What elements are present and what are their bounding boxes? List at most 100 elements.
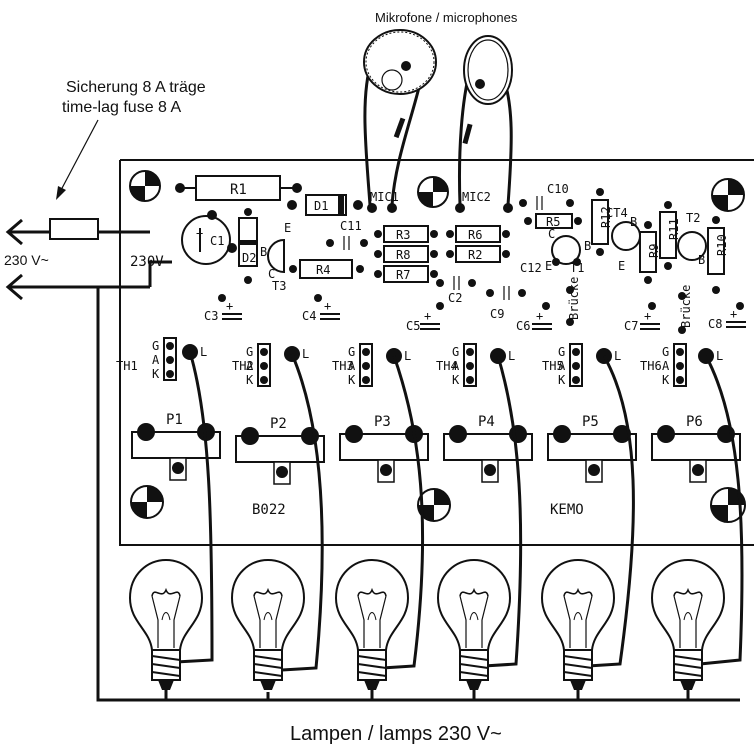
svg-text:TH2: TH2 [232, 359, 254, 373]
svg-text:G: G [558, 345, 565, 359]
svg-text:A: A [246, 359, 254, 373]
svg-text:B: B [584, 239, 591, 253]
label-c5: C5 [406, 319, 420, 333]
microphones-caption: Mikrofone / microphones [375, 10, 518, 25]
potentiometers: P1 P2 P3 P4 P5 [131, 412, 741, 485]
label-r12: R12 [599, 206, 613, 228]
svg-text:+: + [324, 299, 331, 313]
thyristor-th2: G A K TH2 L [232, 343, 309, 387]
board-brand: KEMO [550, 502, 584, 518]
fuse-pointer [59, 119, 99, 193]
label-d2: D2 [242, 251, 256, 265]
label-c7: C7 [624, 319, 638, 333]
thyristor-th6: G A K TH6 L [640, 343, 723, 387]
label-c6: C6 [516, 319, 530, 333]
svg-text:A: A [452, 359, 460, 373]
label-c3: C3 [204, 309, 218, 323]
svg-text:E: E [284, 221, 291, 235]
label-r7: R7 [396, 268, 410, 282]
svg-text:B: B [260, 245, 267, 259]
svg-text:L: L [200, 345, 207, 359]
label-c9: C9 [490, 307, 504, 321]
svg-text:C: C [548, 227, 555, 241]
label-c2: C2 [448, 291, 462, 305]
label-c8: C8 [708, 317, 722, 331]
svg-text:K: K [452, 373, 460, 387]
thyristors: G A K TH1 L G A K TH2 L G A K TH3 L G [116, 337, 723, 387]
label-r2: R2 [468, 248, 482, 262]
mounting-holes [129, 170, 746, 523]
label-c11: C11 [340, 219, 362, 233]
board-voltage-mark: 230V~ [130, 254, 172, 270]
lamps-caption: Lampen / lamps 230 V~ [290, 723, 502, 745]
svg-text:+: + [730, 307, 737, 321]
bridge-label-2: Brücke [679, 285, 693, 328]
svg-text:A: A [348, 359, 356, 373]
svg-text:+: + [536, 309, 543, 323]
lamp-bulb-2 [230, 558, 306, 690]
label-mic1: MIC1 [370, 190, 399, 204]
svg-text:P5: P5 [582, 414, 599, 430]
svg-text:+: + [424, 309, 431, 323]
label-d1: D1 [314, 199, 328, 213]
fuse-caption-en: time-lag fuse 8 A [62, 99, 182, 116]
svg-text:G: G [348, 345, 355, 359]
svg-text:+: + [644, 309, 651, 323]
label-t3: T3 [272, 279, 286, 293]
bridge-label-1: Brücke [567, 277, 581, 320]
svg-text:L: L [404, 349, 411, 363]
svg-text:B: B [630, 215, 637, 229]
svg-text:G: G [152, 339, 159, 353]
microphone-2 [457, 35, 513, 206]
svg-text:C: C [268, 267, 275, 281]
label-t2: T2 [686, 211, 700, 225]
svg-text:P4: P4 [478, 414, 495, 430]
svg-text:TH5: TH5 [542, 359, 564, 373]
lamp-bulb-4 [436, 558, 512, 690]
capacitor-row: + C3 + C4 + C5 + C6 + C7 + C8 [204, 294, 746, 333]
svg-text:G: G [246, 345, 253, 359]
label-t1: T1 [570, 261, 584, 275]
svg-text:K: K [558, 373, 566, 387]
label-r4: R4 [316, 263, 330, 277]
label-r5: R5 [546, 215, 560, 229]
thyristor-th3: G A K TH3 L [332, 343, 411, 387]
lamp-bulb-1 [128, 558, 204, 690]
label-r11: R11 [667, 218, 681, 240]
label-r8: R8 [396, 248, 410, 262]
potentiometer-p5: P5 [547, 414, 637, 483]
lamps [128, 558, 726, 690]
svg-text:B: B [698, 253, 705, 267]
svg-text:L: L [716, 349, 723, 363]
label-e1: E [545, 259, 552, 273]
microphone-1 [363, 29, 437, 206]
label-r3: R3 [396, 228, 410, 242]
svg-text:P1: P1 [166, 412, 183, 428]
label-ct4: CT4 [606, 206, 628, 220]
thyristor-th4: G A K TH4 L [436, 343, 515, 387]
svg-text:A: A [558, 359, 566, 373]
label-r9: R9 [647, 244, 661, 258]
svg-text:A: A [152, 353, 160, 367]
svg-text:TH6: TH6 [640, 359, 662, 373]
svg-text:A: A [662, 359, 670, 373]
potentiometer-p2: P2 [235, 416, 325, 485]
label-c1: C1 [210, 234, 224, 248]
svg-text:TH3: TH3 [332, 359, 354, 373]
lamp-bulb-5 [540, 558, 616, 690]
label-c10: C10 [547, 182, 569, 196]
lamp-bulb-3 [334, 558, 410, 690]
label-r6: R6 [468, 228, 482, 242]
svg-text:P3: P3 [374, 414, 391, 430]
svg-text:K: K [246, 373, 254, 387]
lamp-wiring [96, 287, 744, 702]
svg-text:K: K [662, 373, 670, 387]
svg-text:P6: P6 [686, 414, 703, 430]
potentiometer-p3: P3 [339, 414, 429, 483]
fuse-caption-de: Sicherung 8 A träge [66, 79, 206, 96]
lamp-bulb-6 [650, 558, 726, 690]
svg-text:+: + [226, 299, 233, 313]
label-c4: C4 [302, 309, 316, 323]
svg-text:L: L [614, 349, 621, 363]
